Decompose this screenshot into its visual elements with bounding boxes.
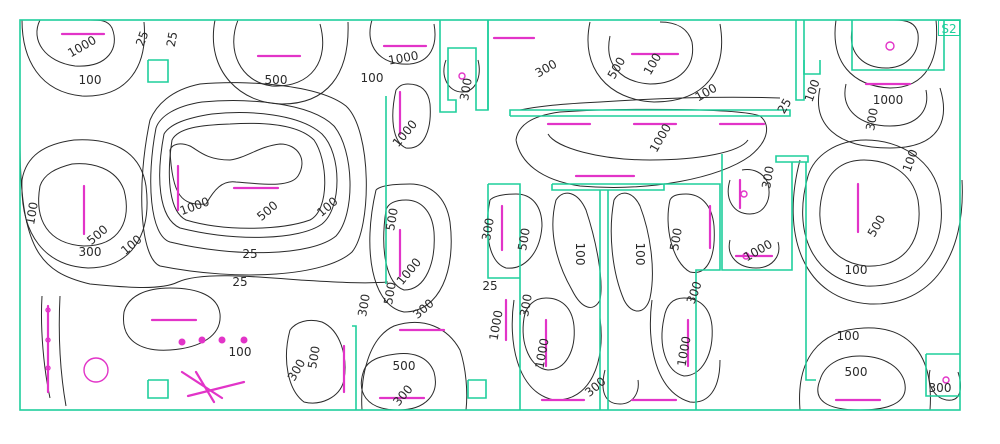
contour-label: 1000 bbox=[65, 33, 98, 60]
luminaires bbox=[45, 32, 950, 404]
contour-label: 25 bbox=[482, 279, 497, 293]
contour-label: 1000 bbox=[647, 121, 674, 154]
contour-label: 100 bbox=[229, 345, 252, 359]
contour-label: 100 bbox=[693, 81, 720, 105]
contour-label: 500 bbox=[515, 227, 533, 252]
contour-label: 300 bbox=[684, 279, 705, 305]
contour-label: 1000 bbox=[394, 255, 424, 287]
contour-label: 300 bbox=[457, 77, 475, 102]
contour-label: 1000 bbox=[533, 337, 552, 370]
contour-label: 500 bbox=[865, 213, 889, 240]
contour-label: 500 bbox=[254, 198, 281, 223]
isolux-contours bbox=[19, 19, 963, 411]
contour-label: 25 bbox=[242, 247, 257, 261]
contour-label: 300 bbox=[759, 165, 777, 190]
contour-label: 300 bbox=[355, 293, 373, 318]
contour-label: 1000 bbox=[873, 93, 904, 107]
contour-label: 100 bbox=[314, 194, 341, 219]
contour-label: 100 bbox=[837, 329, 860, 343]
contour-label: 500 bbox=[667, 227, 685, 252]
contour-label: 100 bbox=[633, 243, 647, 266]
contour-label: 1000 bbox=[487, 309, 506, 342]
contour-label: 300 bbox=[390, 382, 415, 409]
contour-label: 500 bbox=[845, 365, 868, 379]
contour-label: 1000 bbox=[387, 49, 420, 68]
contour-label: 100 bbox=[900, 147, 921, 173]
contour-label: 500 bbox=[393, 359, 416, 373]
contour-label: 300 bbox=[79, 245, 102, 259]
contour-label: 300 bbox=[517, 293, 535, 318]
contour-label: 300 bbox=[863, 107, 881, 132]
sheet-tag: S2 bbox=[938, 20, 960, 36]
room-walls bbox=[19, 19, 961, 411]
contour-label: 500 bbox=[383, 207, 401, 232]
contour-label: 100 bbox=[23, 201, 41, 226]
contour-label: 300 bbox=[533, 57, 560, 81]
contour-label: 100 bbox=[361, 71, 384, 85]
contour-label: 25 bbox=[775, 96, 795, 116]
contour-label: 100 bbox=[573, 243, 587, 266]
contour-label: 500 bbox=[265, 73, 288, 87]
contour-label: 300 bbox=[479, 217, 497, 242]
contour-label: 500 bbox=[381, 281, 399, 306]
contour-label: 25 bbox=[164, 31, 180, 48]
contour-label: 300 bbox=[929, 381, 952, 395]
contour-label: 100 bbox=[802, 77, 823, 103]
contour-label: 25 bbox=[133, 29, 151, 48]
contour-label: 100 bbox=[845, 263, 868, 277]
contour-label: 100 bbox=[79, 73, 102, 87]
contour-label: 1000 bbox=[741, 237, 774, 264]
contour-label: 1000 bbox=[390, 117, 420, 149]
contour-label: 500 bbox=[305, 345, 323, 370]
contour-label: 300 bbox=[285, 357, 309, 384]
contour-label: 500 bbox=[84, 222, 111, 247]
contour-label: 25 bbox=[232, 275, 247, 289]
contour-label: 1000 bbox=[675, 335, 694, 368]
